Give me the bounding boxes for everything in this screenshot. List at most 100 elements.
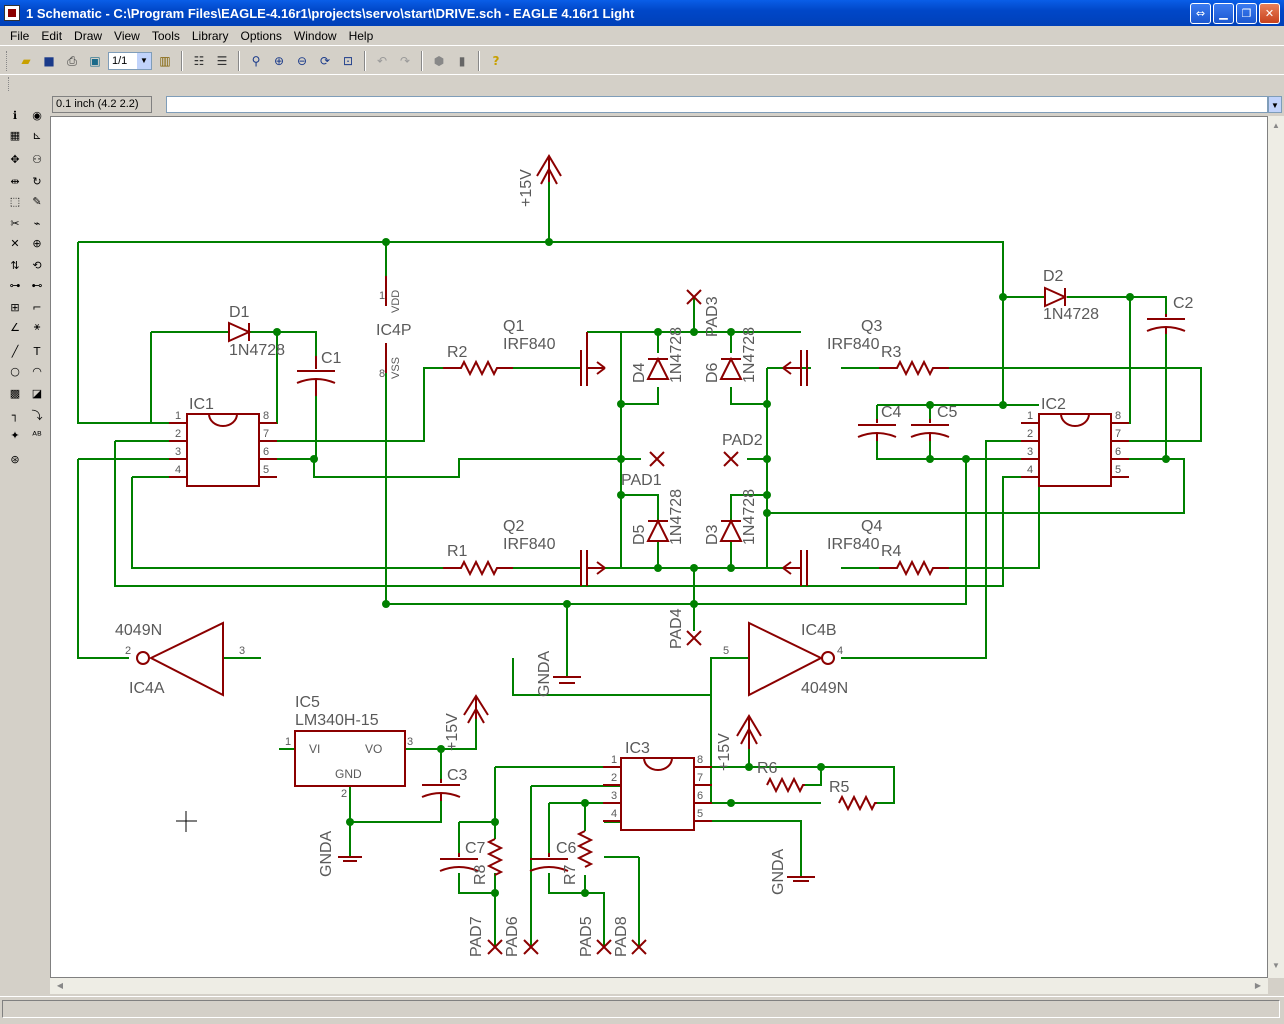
maximize-button[interactable]: ❐ bbox=[1236, 3, 1257, 24]
command-palette: ℹ ◉ ▦ ⊾ ✥ ⚇ ⇹ ↻ ⬚ ✎ ✂ ⌁ ✕ ⊕ ⇅ ⟲ ⊶ ⊷ ⊞ ⌐ … bbox=[4, 104, 50, 744]
sheet-select[interactable]: 1/1▼ bbox=[108, 52, 152, 70]
bus-icon[interactable]: ┐ bbox=[11, 408, 19, 422]
miter-icon[interactable]: ⌐ bbox=[32, 300, 42, 314]
pin-number: 5 bbox=[263, 464, 269, 476]
menu-window[interactable]: Window bbox=[293, 28, 337, 43]
redo-icon[interactable]: ↷ bbox=[399, 54, 411, 68]
chevron-down-icon[interactable]: ▼ bbox=[1268, 96, 1282, 113]
go-icon[interactable]: ▮ bbox=[458, 54, 466, 68]
menu-options[interactable]: Options bbox=[240, 28, 282, 43]
label-c7: C7 bbox=[465, 840, 486, 857]
menu-view[interactable]: View bbox=[114, 28, 140, 43]
copy-icon[interactable]: ⚇ bbox=[32, 152, 42, 166]
show-icon[interactable]: ◉ bbox=[32, 108, 42, 122]
zoom-in-icon[interactable]: ⊕ bbox=[273, 54, 285, 68]
stop-icon[interactable]: ⬢ bbox=[433, 54, 445, 68]
move-icon[interactable]: ✥ bbox=[10, 152, 20, 166]
cam-processor-icon[interactable]: ▣ bbox=[89, 54, 101, 68]
restore-child-icon[interactable]: ⇔ bbox=[1190, 3, 1211, 24]
menu-help[interactable]: Help bbox=[348, 28, 374, 43]
menu-tools[interactable]: Tools bbox=[151, 28, 180, 43]
rotate-icon[interactable]: ↻ bbox=[32, 174, 42, 188]
command-row: 0.1 inch (4.2 2.2) ▼ bbox=[0, 95, 1284, 115]
board-switch-icon[interactable]: ▥ bbox=[159, 54, 171, 68]
horizontal-scrollbar[interactable]: ◀ ▶ bbox=[50, 978, 1268, 994]
cursor-crosshair bbox=[176, 811, 197, 832]
add-icon[interactable]: ⊕ bbox=[32, 236, 42, 250]
toolbar-grip[interactable] bbox=[6, 51, 9, 71]
circle-icon[interactable]: ○ bbox=[10, 364, 20, 378]
paste-icon[interactable]: ⌁ bbox=[33, 216, 41, 230]
net-icon[interactable]: ⤵ bbox=[31, 409, 43, 422]
zoom-out-icon[interactable]: ⊖ bbox=[296, 54, 308, 68]
chevron-up-icon[interactable]: ▲ bbox=[1272, 121, 1280, 130]
toolbar-grip[interactable] bbox=[8, 77, 11, 91]
label-r6: R6 bbox=[757, 760, 778, 777]
label-icon[interactable]: ᴬᴮ bbox=[32, 428, 42, 442]
pin-number: 7 bbox=[697, 772, 703, 784]
label-q1-value: IRF840 bbox=[503, 336, 556, 353]
zoom-select-icon[interactable]: ⊡ bbox=[342, 54, 354, 68]
value-icon[interactable]: ⊷ bbox=[31, 278, 43, 292]
command-line-input[interactable] bbox=[166, 96, 1268, 113]
info-icon[interactable]: ℹ bbox=[12, 108, 18, 122]
rect-icon[interactable]: ▩ bbox=[9, 386, 21, 400]
menu-file[interactable]: File bbox=[10, 28, 30, 43]
delete-icon[interactable]: ✕ bbox=[10, 236, 20, 250]
save-icon[interactable]: ■ bbox=[43, 54, 55, 68]
pin-number: 1 bbox=[1027, 410, 1033, 422]
label-r1: R1 bbox=[447, 543, 468, 560]
print-icon[interactable]: ⎙ bbox=[67, 53, 77, 68]
menu-edit[interactable]: Edit bbox=[41, 28, 63, 43]
change-icon[interactable]: ✎ bbox=[32, 194, 42, 208]
label-ic4b-value: 4049N bbox=[801, 680, 848, 697]
app-icon[interactable] bbox=[4, 5, 20, 21]
chevron-left-icon[interactable]: ◀ bbox=[56, 981, 64, 990]
pin-number: 6 bbox=[697, 790, 703, 802]
pinswap-icon[interactable]: ⇅ bbox=[10, 258, 20, 272]
group-icon[interactable]: ⬚ bbox=[9, 194, 21, 208]
pin-number: 4 bbox=[1027, 464, 1033, 476]
name-icon[interactable]: ⊶ bbox=[9, 278, 21, 292]
chevron-down-icon[interactable]: ▼ bbox=[1272, 961, 1280, 970]
label-ic2: IC2 bbox=[1041, 396, 1066, 413]
pin-number: 2 bbox=[341, 788, 347, 800]
schematic-drawing[interactable]: IC1 IC2 IC3 IC5 LM340H-15 IC4P IC4A 4049… bbox=[51, 117, 1269, 979]
erc-icon[interactable]: ⊛ bbox=[10, 452, 20, 466]
arc-icon[interactable]: ◠ bbox=[32, 364, 42, 378]
wire-icon[interactable]: ╱ bbox=[11, 344, 19, 358]
undo-icon[interactable]: ↶ bbox=[376, 54, 388, 68]
mark-icon[interactable]: ⊾ bbox=[32, 128, 42, 142]
label-c5: C5 bbox=[937, 404, 958, 421]
ulp-icon[interactable]: ☰ bbox=[216, 54, 228, 68]
label-d2: D2 bbox=[1043, 268, 1064, 285]
script-icon[interactable]: ☷ bbox=[193, 54, 205, 68]
split-icon[interactable]: ∠ bbox=[10, 320, 20, 334]
junction-icon[interactable]: ✦ bbox=[10, 428, 20, 442]
menu-library[interactable]: Library bbox=[191, 28, 229, 43]
vertical-scrollbar[interactable]: ▲ ▼ bbox=[1268, 116, 1284, 978]
junctions bbox=[273, 238, 1170, 897]
label-r8: R8 bbox=[472, 864, 489, 885]
label-supply-15v-ic3: +15V bbox=[716, 733, 733, 771]
open-folder-icon[interactable]: ▰ bbox=[21, 54, 31, 68]
polygon-icon[interactable]: ◪ bbox=[31, 386, 43, 400]
zoom-fit-icon[interactable]: ⚲ bbox=[251, 54, 261, 68]
invoke-icon[interactable]: ⚹ bbox=[33, 320, 41, 333]
smash-icon[interactable]: ⊞ bbox=[10, 300, 20, 314]
mirror-icon[interactable]: ⇹ bbox=[10, 174, 20, 188]
label-d2-value: 1N4728 bbox=[1043, 306, 1099, 323]
schematic-canvas[interactable]: IC1 IC2 IC3 IC5 LM340H-15 IC4P IC4A 4049… bbox=[50, 116, 1268, 978]
cut-icon[interactable]: ✂ bbox=[10, 216, 20, 230]
display-icon[interactable]: ▦ bbox=[9, 128, 21, 142]
chevron-right-icon[interactable]: ▶ bbox=[1254, 981, 1262, 990]
close-button[interactable]: ✕ bbox=[1259, 3, 1280, 24]
menu-draw[interactable]: Draw bbox=[74, 28, 103, 43]
redraw-icon[interactable]: ⟳ bbox=[319, 54, 331, 68]
help-icon[interactable]: ? bbox=[492, 54, 500, 68]
label-supply-15v-top: +15V bbox=[518, 169, 535, 207]
label-gnda-bridge: GNDA bbox=[536, 650, 553, 697]
minimize-button[interactable]: ▁ bbox=[1213, 3, 1234, 24]
text-icon[interactable]: T bbox=[33, 344, 41, 358]
replace-icon[interactable]: ⟲ bbox=[32, 258, 42, 272]
